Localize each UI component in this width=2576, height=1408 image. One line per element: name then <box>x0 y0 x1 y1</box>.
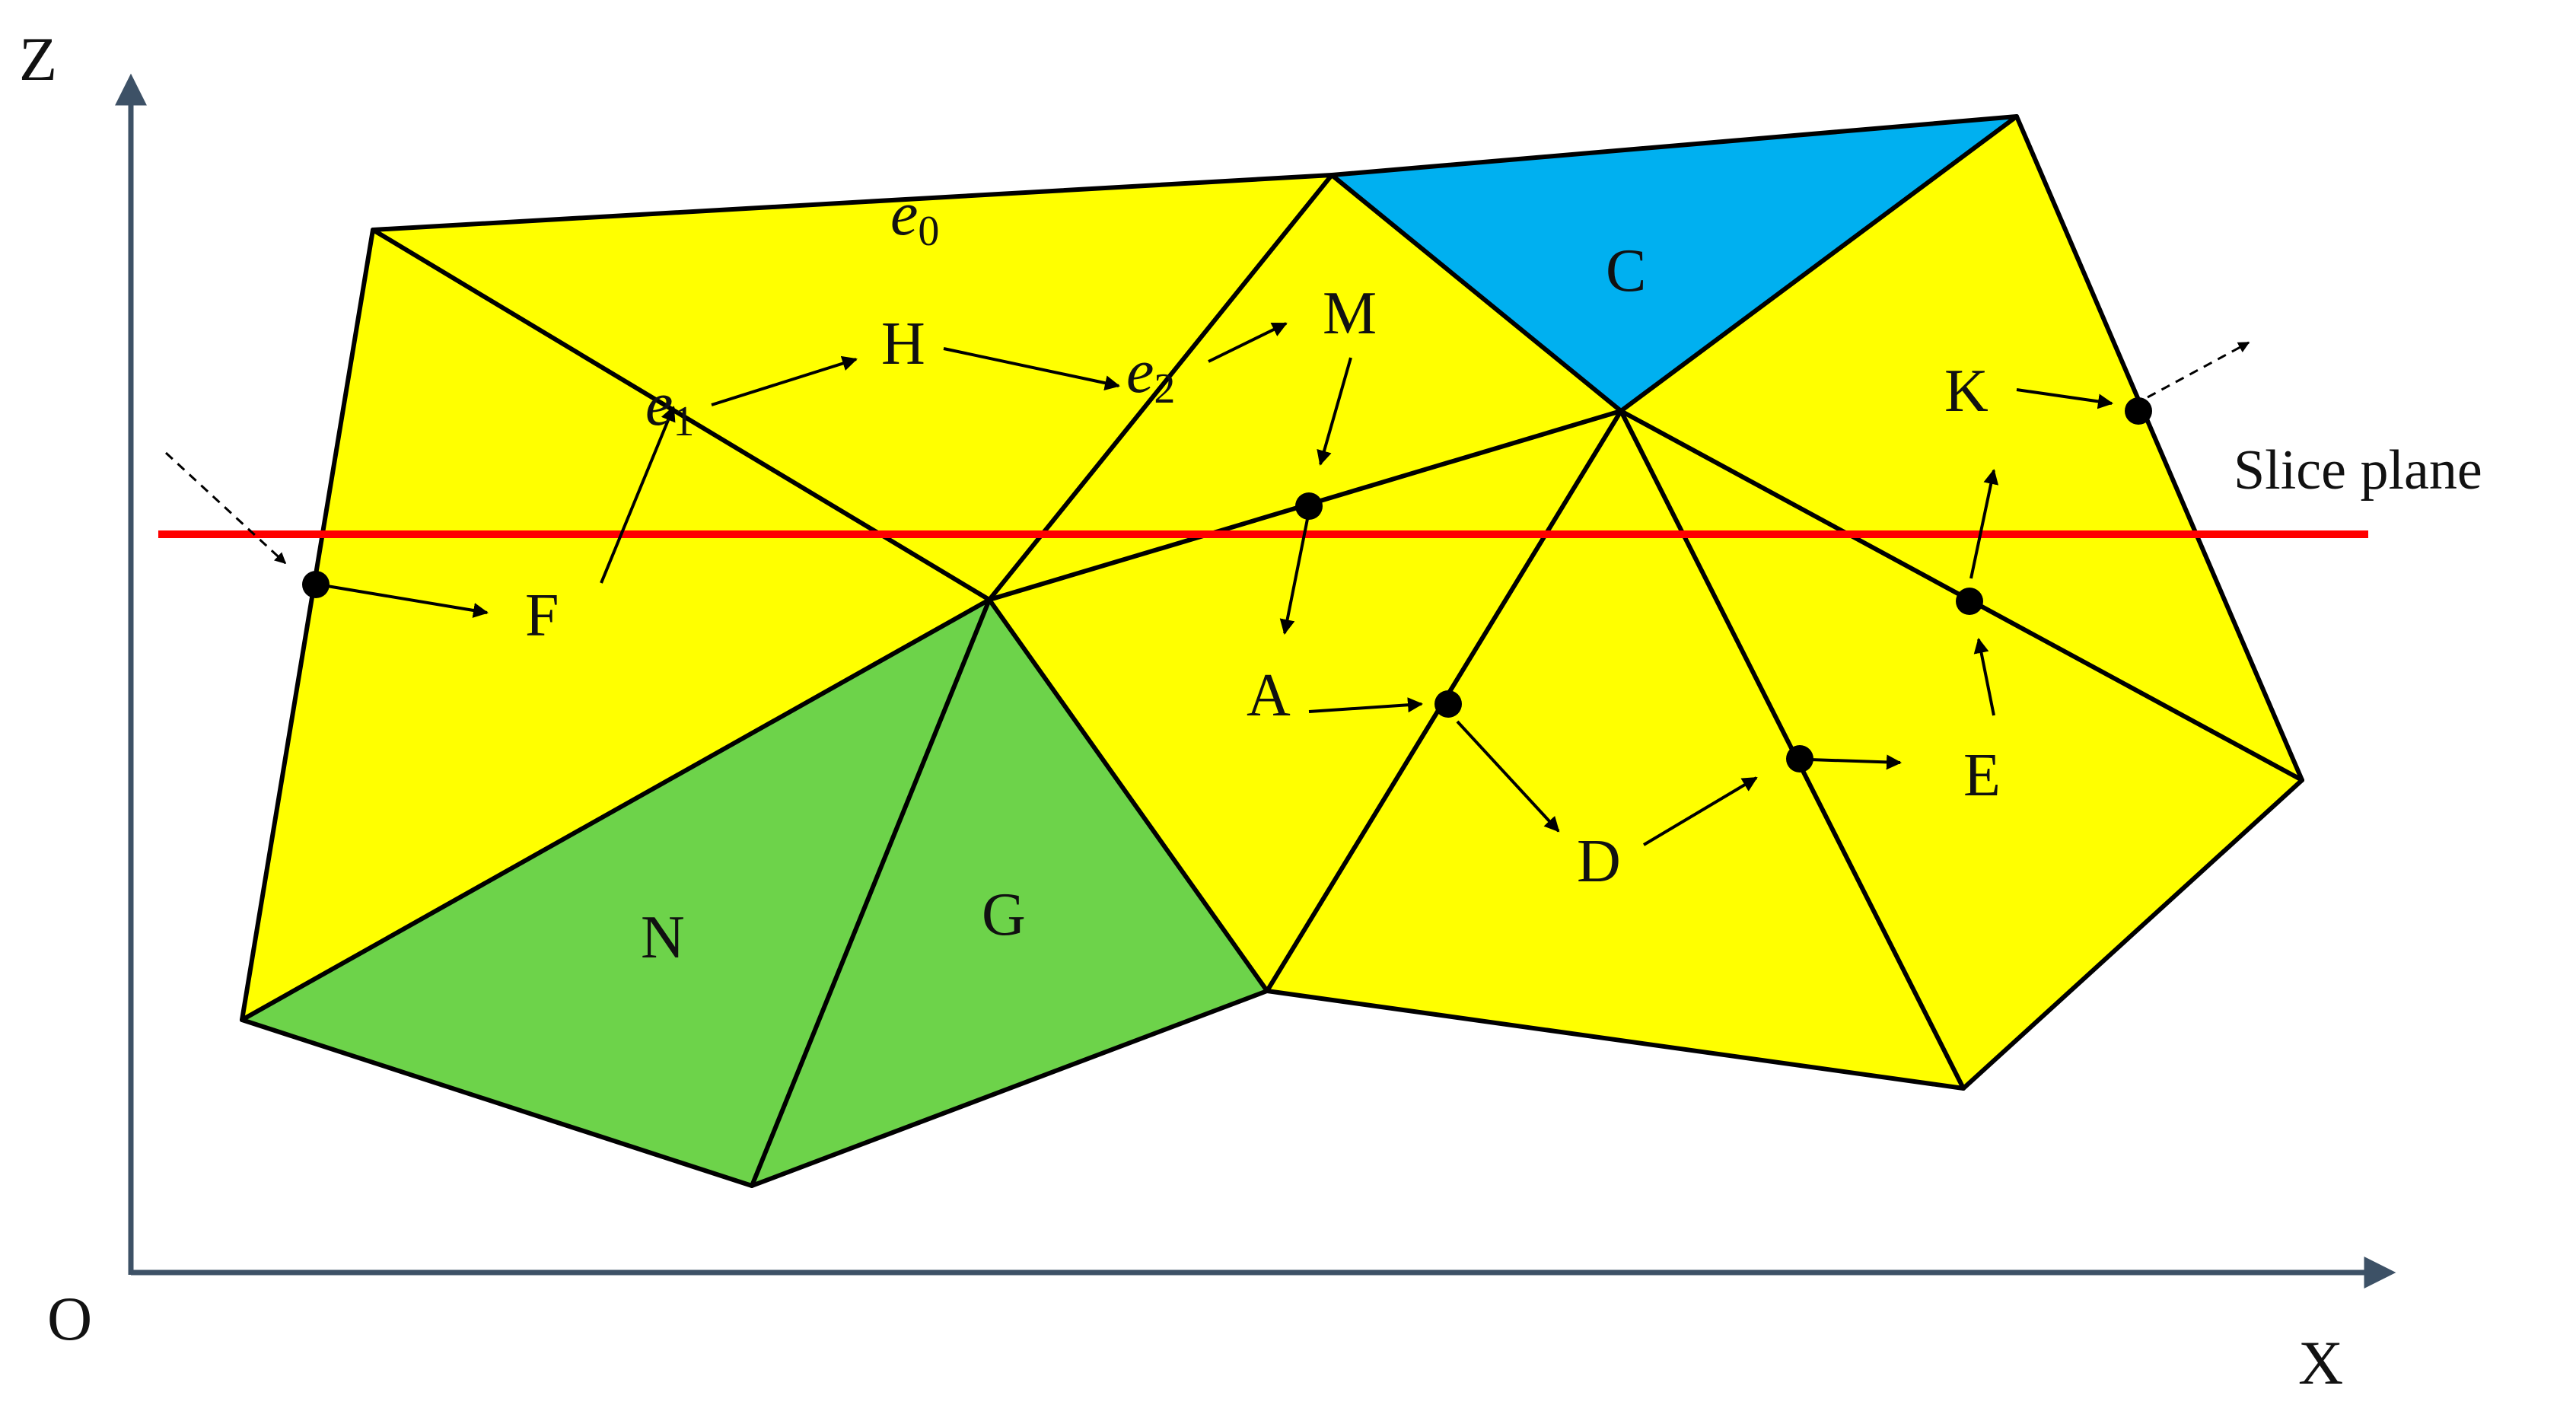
edge-right-upper <box>2014 114 2304 782</box>
edge-bottom-g <box>750 989 1269 1188</box>
edge-g-a <box>987 597 1269 993</box>
path-label-a: A <box>1247 662 1291 729</box>
edge-bottom-right <box>1265 989 1966 1091</box>
origin-label: O <box>47 1284 92 1353</box>
path-label-e: E <box>1963 742 2001 809</box>
triangle-k <box>1621 116 2302 780</box>
triangle-label-g: G <box>982 881 1026 948</box>
arrow-f-to-e1 <box>600 406 676 584</box>
edge-label-e0: e0 <box>890 179 939 255</box>
path-labels: F H M A D E K <box>525 280 2001 895</box>
arrow-h-to-e2 <box>943 347 1120 391</box>
arrow-to-f <box>317 583 489 618</box>
path-label-k: K <box>1944 358 1989 425</box>
exit-arrow <box>2147 341 2250 399</box>
triangle-top-left <box>373 175 1332 600</box>
intersection-point-exit <box>2125 397 2152 425</box>
triangle-m-upper <box>989 175 1621 600</box>
slice-plane-label: Slice plane <box>2234 439 2482 502</box>
edge-right-lower <box>1961 778 2304 1091</box>
entry-arrow <box>164 451 287 565</box>
edge-e0 <box>371 173 1334 232</box>
edge-c-left <box>1329 173 1623 413</box>
triangle-d <box>1267 411 1963 1088</box>
path-label-h: H <box>881 311 925 377</box>
z-axis-label: Z <box>19 24 57 94</box>
triangle-c <box>1332 116 2017 411</box>
arrow-to-d <box>1456 720 1560 833</box>
edge-c-right <box>1619 114 2019 413</box>
path-label-d: D <box>1577 828 1621 895</box>
arrow-k-to-point <box>2016 388 2113 409</box>
slice-plane: Slice plane <box>158 439 2482 538</box>
arrow-to-k <box>1969 469 1999 579</box>
triangle-label-n: N <box>641 904 685 971</box>
triangle-labels: C N G <box>641 237 1646 971</box>
edge-labels: e0 e1 e2 <box>645 179 1175 445</box>
arrow-d-to-point <box>1642 776 1758 846</box>
mesh-edges <box>240 114 2304 1188</box>
arrow-e-up <box>1973 638 1995 716</box>
triangle-a <box>989 411 1621 991</box>
edge-left <box>240 228 375 1022</box>
triangle-e <box>1621 411 2302 1088</box>
intersection-point-m <box>1295 492 1323 520</box>
arrow-a-to-point <box>1308 697 1423 713</box>
intersection-point-e <box>1956 588 1983 615</box>
edge-n-g <box>750 597 992 1188</box>
triangle-n <box>242 600 989 1186</box>
intersection-point-d <box>1786 745 1813 772</box>
intersection-points <box>302 397 2152 772</box>
arrow-to-e <box>1809 754 1902 770</box>
traversal-arrows <box>164 322 2250 846</box>
triangle-left <box>242 230 989 1020</box>
path-label-m: M <box>1323 280 1377 347</box>
edge-label-e1: e1 <box>645 369 694 445</box>
edge-n-top <box>240 597 992 1022</box>
edge-bottom-n <box>240 1018 754 1188</box>
intersection-point-a <box>1434 690 1462 718</box>
x-axis-label: X <box>2298 1328 2343 1397</box>
mesh-triangles <box>242 116 2302 1186</box>
triangle-label-c: C <box>1606 237 1646 304</box>
arrow-e2-to-m <box>1208 322 1288 363</box>
edge-top-right <box>1329 114 2019 177</box>
edge-label-e2: e2 <box>1126 336 1175 413</box>
axes: Z X O <box>19 24 2396 1397</box>
edge-e2 <box>987 173 1334 602</box>
arrow-to-a <box>1279 518 1309 635</box>
arrow-e1-to-h <box>711 355 858 406</box>
path-label-f: F <box>525 582 559 649</box>
arrow-m-down <box>1317 357 1352 466</box>
intersection-point-entry <box>302 571 330 598</box>
